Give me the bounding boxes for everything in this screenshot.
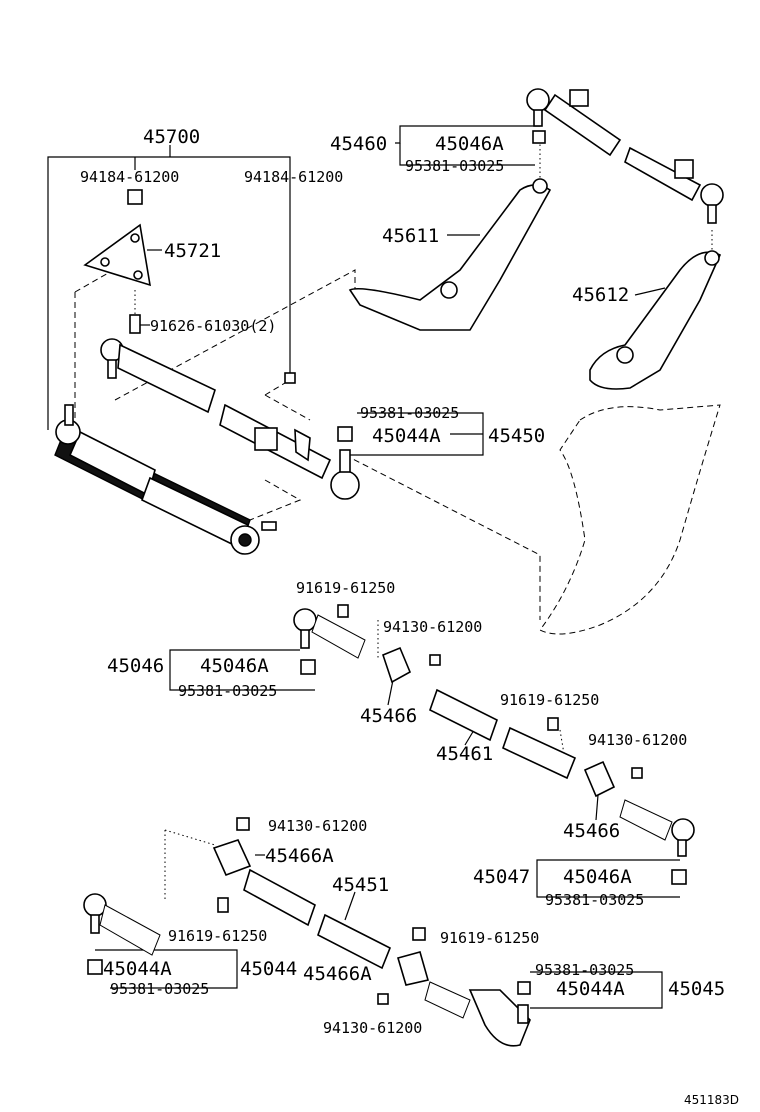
label-45466-b: 45466 xyxy=(563,820,620,842)
label-45044A-left: 45044A xyxy=(103,958,172,980)
label-95381-left: 95381-03025 xyxy=(110,980,209,998)
knuckle-arm-45612 xyxy=(589,251,722,390)
label-45045: 45045 xyxy=(668,978,725,1000)
label-45466A-a: 45466A xyxy=(265,845,334,867)
label-45046: 45046 xyxy=(107,655,164,677)
label-45450: 45450 xyxy=(488,425,545,447)
label-45461: 45461 xyxy=(436,743,493,765)
label-95381-450: 95381-03025 xyxy=(360,404,459,422)
label-45044A-450: 45044A xyxy=(372,425,441,447)
label-45046A-mid: 45046A xyxy=(200,655,269,677)
knuckle-arm-45611 xyxy=(348,184,552,331)
tie-rod-45460 xyxy=(526,88,724,224)
diagram-code: 451183D xyxy=(684,1093,739,1107)
tie-rod-45461-assembly xyxy=(293,604,695,885)
part-labels: 45700 94184-61200 94184-61200 45721 9162… xyxy=(80,126,739,1107)
label-45451: 45451 xyxy=(332,874,389,896)
tie-rod-45451-assembly xyxy=(83,817,531,1047)
nut-94184-right xyxy=(284,372,296,384)
steering-damper-45700 xyxy=(54,404,277,555)
label-91626: 91626-61030(2) xyxy=(150,317,276,335)
label-94130-a: 94130-61200 xyxy=(383,618,482,636)
label-45611: 45611 xyxy=(382,225,439,247)
label-45721: 45721 xyxy=(164,240,221,262)
tie-rod-45450 xyxy=(100,338,360,500)
label-45460: 45460 xyxy=(330,133,387,155)
label-91619-c: 91619-61250 xyxy=(168,927,267,945)
label-94130-c: 94130-61200 xyxy=(268,817,367,835)
label-94130-d: 94130-61200 xyxy=(323,1019,422,1037)
label-91619-a: 91619-61250 xyxy=(296,579,395,597)
label-94130-b: 94130-61200 xyxy=(588,731,687,749)
label-95381-top: 95381-03025 xyxy=(405,157,504,175)
label-45466-a: 45466 xyxy=(360,705,417,727)
label-45466A-b: 45466A xyxy=(303,963,372,985)
label-45046A-low: 45046A xyxy=(563,866,632,888)
label-45047: 45047 xyxy=(473,866,530,888)
label-95381-right: 95381-03025 xyxy=(535,961,634,979)
nut-94184-left xyxy=(127,189,143,205)
assembly-dash-lines xyxy=(74,140,713,900)
label-95381-low: 95381-03025 xyxy=(545,891,644,909)
label-95381-mid: 95381-03025 xyxy=(178,682,277,700)
label-94184-left: 94184-61200 xyxy=(80,168,179,186)
label-45044: 45044 xyxy=(240,958,297,980)
part-drawings xyxy=(54,88,724,1047)
label-45044A-right: 45044A xyxy=(556,978,625,1000)
label-45612: 45612 xyxy=(572,284,629,306)
label-91619-d: 91619-61250 xyxy=(440,929,539,947)
label-45700: 45700 xyxy=(143,126,200,148)
label-45046A-top: 45046A xyxy=(435,133,504,155)
label-91619-b: 91619-61250 xyxy=(500,691,599,709)
label-94184-right: 94184-61200 xyxy=(244,168,343,186)
steering-knuckle-outline xyxy=(539,404,721,635)
bolt-91626 xyxy=(129,314,141,334)
